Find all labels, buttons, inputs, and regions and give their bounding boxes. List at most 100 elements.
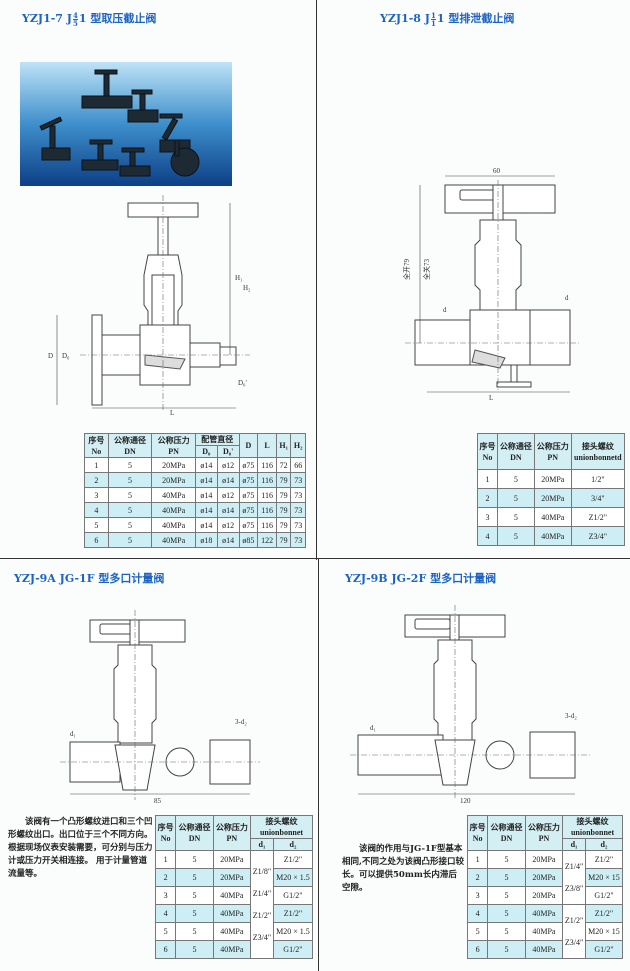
cell-h1: 79 <box>275 472 292 488</box>
cell-pn: 40MPa <box>212 904 252 923</box>
cell-h2: 73 <box>290 517 306 533</box>
valve-silhouettes <box>39 69 200 177</box>
cell-d2: Z1/2" <box>584 904 624 923</box>
cell-d0: ø14 <box>194 517 218 533</box>
cell-dn: 5 <box>107 487 153 503</box>
valve-outline <box>405 180 580 390</box>
col-d2: d₂ <box>584 838 624 851</box>
cell-d0: ø14 <box>194 487 218 503</box>
drawing-yzj1-7: H₁ H₂ D D₀ D₀' L <box>48 195 251 417</box>
col-thread-label: 接头螺纹 <box>581 441 614 451</box>
col-pipe-diameter: 配管直径 <box>194 433 240 446</box>
drawing-yzj1-8: 60 全开79 全关73 d d L <box>402 167 580 400</box>
cell-no: 5 <box>466 922 489 941</box>
col-h1: H₁ <box>275 433 292 458</box>
dim-d: D <box>48 352 53 360</box>
cell-no: 3 <box>477 507 498 527</box>
title-prefix: YZJ1-8 J <box>380 12 430 25</box>
col-dn-label-en: DN <box>500 834 513 843</box>
cell-l: 116 <box>257 502 277 518</box>
cell-l: 116 <box>257 487 277 503</box>
col-thread-label-en: unionbonnet <box>259 828 304 837</box>
cell-dn: 5 <box>175 886 214 905</box>
col-no-label: 序号 <box>479 441 496 451</box>
col-d-label: D <box>245 441 252 450</box>
cell-h2: 66 <box>290 457 306 473</box>
col-no-label-en: No <box>482 452 493 462</box>
cell-pn: 40MPa <box>524 904 564 923</box>
cell-pn: 40MPa <box>533 507 572 527</box>
cell-dn: 5 <box>175 940 214 959</box>
cell-d0: ø14 <box>194 502 218 518</box>
title-suffix: 1 型排泄截止阀 <box>436 12 515 25</box>
cell-h1: 79 <box>275 487 292 503</box>
dim-d0: D₀ <box>62 352 70 360</box>
cell-no: 6 <box>466 940 489 959</box>
cell-dn: 5 <box>175 868 214 887</box>
divider-vertical-bottom <box>318 558 319 971</box>
cell-d0: ø14 <box>194 472 218 488</box>
col-dn-label: 公称通径 <box>490 823 523 832</box>
cell-dn: 5 <box>107 472 153 488</box>
col-no-label: 序号 <box>157 823 174 832</box>
cell-dn: 5 <box>487 886 526 905</box>
dim-l: 120 <box>460 797 471 805</box>
cell-d0: ø14 <box>194 457 218 473</box>
cell-thread: Z1/2" <box>570 507 626 527</box>
cell-no: 3 <box>466 886 489 905</box>
description-yzj-9a: 该阀有一个凸形螺纹进口和三个凹形螺纹出口。出口位于三个不同方向。根据现场仪表安装… <box>8 817 153 879</box>
col-d0-prime: D₀' <box>216 445 240 458</box>
col-no-label: 序号 <box>88 435 105 445</box>
cell-no: 4 <box>466 904 489 923</box>
cell-l: 116 <box>257 472 277 488</box>
cell-no: 6 <box>84 532 109 548</box>
section-title-yzj-9a: YZJ-9A JG-1F 型多口计量阀 <box>14 572 165 585</box>
cell-pn: 20MPa <box>524 850 564 869</box>
cell-l: 116 <box>257 457 277 473</box>
col-pn-label: 公称压力 <box>536 441 569 451</box>
title-prefix: YZJ1-7 J <box>22 12 72 25</box>
cell-h1: 79 <box>275 517 292 533</box>
cell-d1-group: Z1/2"Z3/4" <box>562 904 586 959</box>
col-dn-label-en: DN <box>510 452 522 462</box>
title-suffix: 1 型取压截止阀 <box>78 12 157 25</box>
dim-d0-prime: D₀' <box>238 379 247 387</box>
cell-no: 2 <box>154 868 177 887</box>
dim-l: L <box>170 409 174 417</box>
col-d1: d₁ <box>562 838 586 851</box>
col-d1-label: d₁ <box>570 840 578 849</box>
d1-value: Z1/4" <box>564 861 584 871</box>
dim-l: 85 <box>154 797 162 805</box>
cell-no: 1 <box>84 457 109 473</box>
divider-vertical-top <box>316 0 317 560</box>
cell-pn: 40MPa <box>151 532 196 548</box>
cell-dn: 5 <box>175 904 214 923</box>
dim-d1: d₁ <box>70 730 76 738</box>
cell-pn: 40MPa <box>212 886 252 905</box>
col-pn-label-en: PN <box>547 452 559 462</box>
col-l: L <box>257 433 277 458</box>
cell-dn: 5 <box>487 922 526 941</box>
col-pn-label: 公称压力 <box>527 823 560 832</box>
cell-d0: ø18 <box>194 532 218 548</box>
cell-no: 4 <box>84 502 109 518</box>
dim-h2: H₂ <box>243 284 251 292</box>
